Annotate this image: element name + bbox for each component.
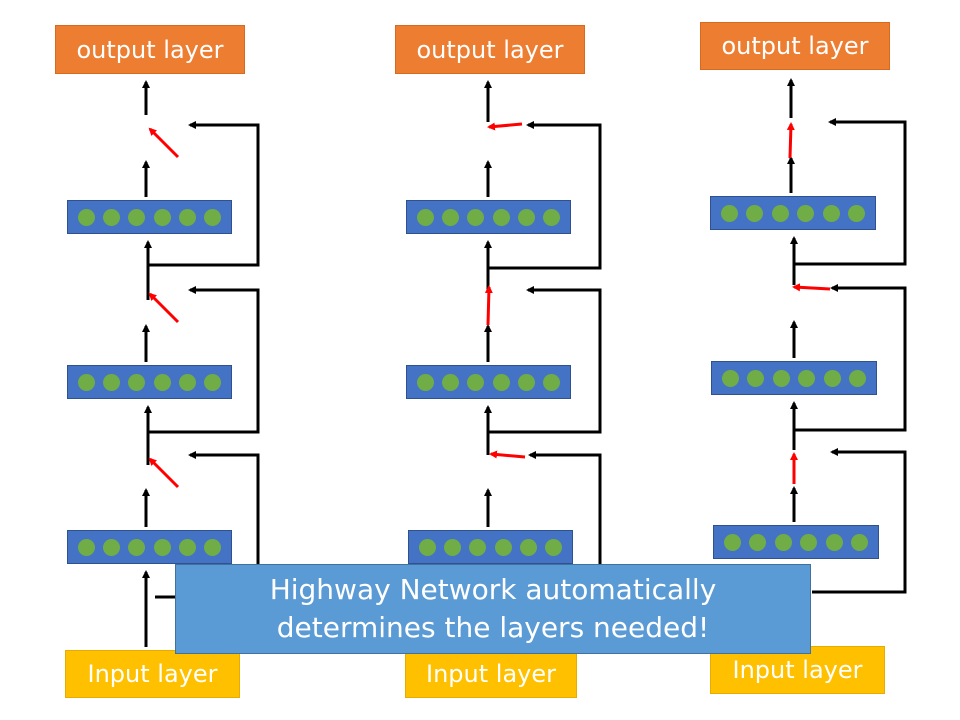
highway-banner: Highway Network automatically determines… (175, 564, 811, 654)
neuron-dot (467, 208, 485, 226)
neuron-dot (800, 533, 818, 551)
neuron-dot (204, 373, 221, 391)
column-1-gates (148, 127, 180, 489)
neuron-dot (153, 208, 171, 226)
neuron-dot (543, 373, 560, 391)
output-layer-box-3: output layer (700, 22, 890, 70)
output-layer-box-1: output layer (55, 25, 245, 74)
neuron-dot (747, 369, 765, 387)
neuron-dot (128, 538, 146, 556)
hidden-layer-3-3 (713, 525, 879, 559)
neuron-dot (798, 369, 816, 387)
neuron-dot (851, 533, 868, 551)
neuron-dot (771, 204, 789, 222)
hidden-layer-2-3 (408, 530, 573, 564)
column-3-connections (787, 78, 907, 594)
neuron-dot (517, 373, 535, 391)
neuron-dot (128, 208, 146, 226)
column-2-gates (484, 122, 526, 459)
hidden-layer-3-1 (710, 196, 876, 230)
neuron-dot (849, 369, 866, 387)
neuron-dot (128, 373, 146, 391)
column-3-gates (786, 122, 831, 484)
column-2-connections (484, 80, 602, 572)
neuron-dot (746, 204, 764, 222)
neuron-dot (204, 208, 221, 226)
neuron-dot (78, 538, 95, 556)
hidden-layer-2-2 (406, 365, 571, 399)
neuron-dot (543, 208, 560, 226)
neuron-dot (103, 208, 121, 226)
neuron-dot (419, 538, 436, 556)
input-layer-box-3: Input layer (710, 646, 885, 694)
neuron-dot (749, 533, 767, 551)
neuron-dot (772, 369, 790, 387)
neuron-dot (797, 204, 815, 222)
neuron-dot (467, 373, 485, 391)
neuron-dot (545, 538, 562, 556)
neuron-dot (721, 204, 738, 222)
input-layer-box-2: Input layer (405, 650, 577, 698)
banner-line-2: determines the layers needed! (276, 611, 710, 644)
neuron-dot (204, 538, 221, 556)
neuron-dot (442, 208, 460, 226)
neuron-dot (178, 373, 196, 391)
neuron-dot (78, 373, 95, 391)
neuron-dot (848, 204, 865, 222)
neuron-dot (444, 538, 462, 556)
neuron-dot (825, 533, 843, 551)
neuron-dot (724, 533, 741, 551)
neuron-dot (442, 373, 460, 391)
hidden-layer-3-2 (711, 361, 877, 395)
neuron-dot (153, 373, 171, 391)
neuron-dot (519, 538, 537, 556)
neuron-dot (722, 369, 739, 387)
neuron-dot (494, 538, 512, 556)
neuron-dot (822, 204, 840, 222)
banner-line-1: Highway Network automatically (269, 573, 717, 606)
hidden-layer-1-2 (67, 365, 232, 399)
neuron-dot (178, 538, 196, 556)
neuron-dot (774, 533, 792, 551)
neuron-dot (178, 208, 196, 226)
neuron-dot (417, 373, 434, 391)
neuron-dot (823, 369, 841, 387)
hidden-layer-1-1 (67, 200, 232, 234)
neuron-dot (153, 538, 171, 556)
hidden-layer-2-1 (406, 200, 571, 234)
output-layer-box-2: output layer (395, 25, 585, 74)
neuron-dot (492, 373, 510, 391)
neuron-dot (78, 208, 95, 226)
neuron-dot (417, 208, 434, 226)
neuron-dot (517, 208, 535, 226)
input-layer-box-1: Input layer (65, 650, 240, 698)
hidden-layer-1-3 (67, 530, 232, 564)
neuron-dot (492, 208, 510, 226)
neuron-dot (469, 538, 487, 556)
neuron-dot (103, 373, 121, 391)
neuron-dot (103, 538, 121, 556)
column-1-connections (142, 80, 260, 647)
